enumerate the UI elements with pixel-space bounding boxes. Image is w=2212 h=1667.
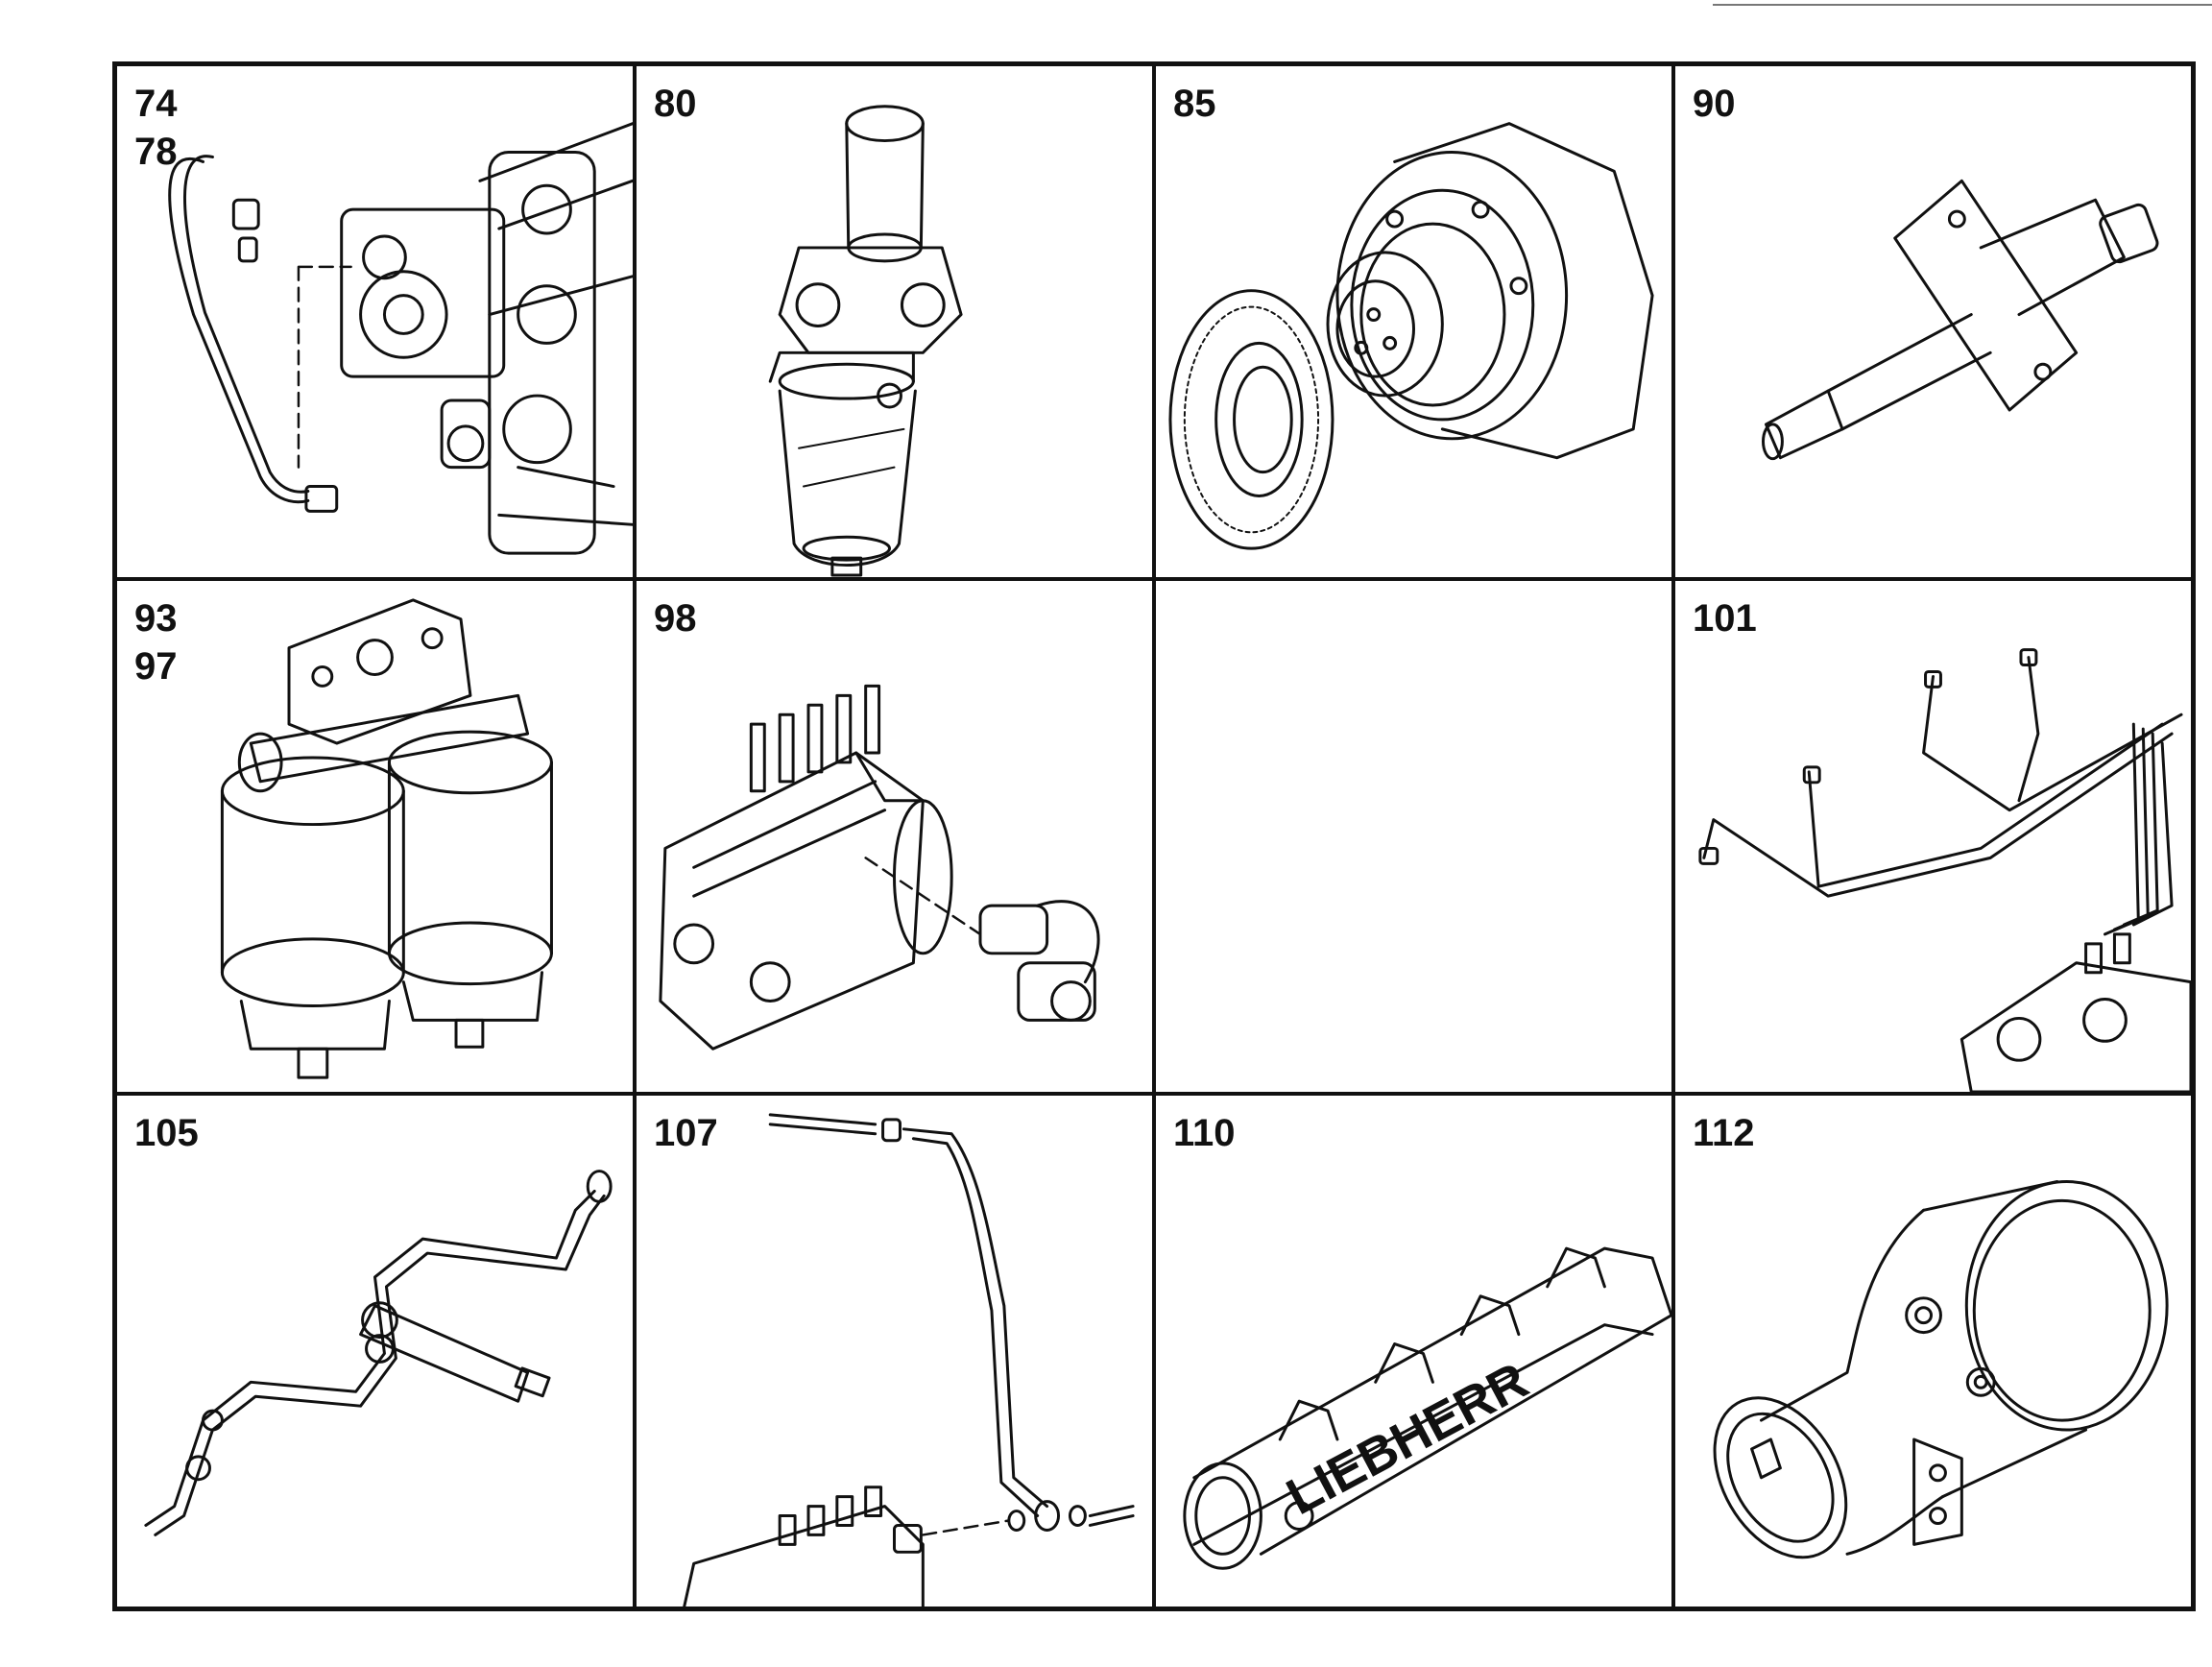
part-number: 80 — [654, 83, 697, 125]
drive-gear-hub-illustration — [1168, 122, 1654, 550]
cell-label: 74 78 — [134, 80, 178, 176]
part-number: 105 — [134, 1112, 199, 1154]
cell-label: 93 97 — [134, 594, 178, 690]
double-fuel-filter-illustration — [220, 598, 553, 1079]
intake-manifold-illustration: LIEBHERR — [1183, 1246, 1671, 1570]
cell-label: 90 — [1693, 80, 1736, 128]
leak-off-line-injector-illustration — [144, 1170, 613, 1536]
fuel-line-pump-illustration — [168, 122, 633, 555]
part-number: 85 — [1173, 83, 1216, 125]
cell-label: 107 — [654, 1109, 718, 1157]
cell-74-78: 74 78 — [115, 64, 635, 579]
injection-lines-illustration — [1698, 648, 2191, 1092]
cell-90: 90 — [1673, 64, 2193, 579]
part-number: 90 — [1693, 83, 1736, 125]
hand-primer-pump-illustration — [768, 105, 963, 577]
cell-105: 105 — [115, 1094, 635, 1608]
cell-101: 101 — [1673, 579, 2193, 1094]
cell-empty — [1154, 579, 1673, 1094]
part-number: 97 — [134, 645, 178, 688]
cell-label: 112 — [1693, 1109, 1755, 1157]
part-number: 98 — [654, 597, 697, 640]
cell-112: 112 — [1673, 1094, 2193, 1608]
overflow-line-illustration — [683, 1113, 1135, 1607]
brand-lettering: LIEBHERR — [1278, 1351, 1537, 1526]
injection-nozzle-illustration — [1762, 179, 2159, 461]
part-number: 93 — [134, 597, 178, 640]
cell-label: 105 — [134, 1109, 199, 1157]
injection-pump-valve-illustration — [659, 684, 1100, 1051]
part-number: 112 — [1693, 1112, 1755, 1154]
part-number: 110 — [1173, 1112, 1236, 1154]
cell-label: 80 — [654, 80, 697, 128]
cell-label: 110 — [1173, 1109, 1236, 1157]
part-number: 78 — [134, 131, 178, 173]
cell-label: 98 — [654, 594, 697, 642]
elbow-connector-illustration — [1713, 1180, 2169, 1559]
part-number: 74 — [134, 83, 178, 125]
cell-107: 107 — [635, 1094, 1154, 1608]
cell-93-97: 93 97 — [115, 579, 635, 1094]
part-number: 101 — [1693, 597, 1757, 640]
cell-98: 98 — [635, 579, 1154, 1094]
parts-diagram-grid: 74 78 80 — [112, 61, 2196, 1611]
cell-85: 85 — [1154, 64, 1673, 579]
cell-110: 110 LIEBHERR — [1154, 1094, 1673, 1608]
top-edge-line — [1713, 4, 2212, 6]
part-number: 107 — [654, 1112, 718, 1154]
cell-80: 80 — [635, 64, 1154, 579]
cell-label: 101 — [1693, 594, 1757, 642]
cell-label: 85 — [1173, 80, 1216, 128]
